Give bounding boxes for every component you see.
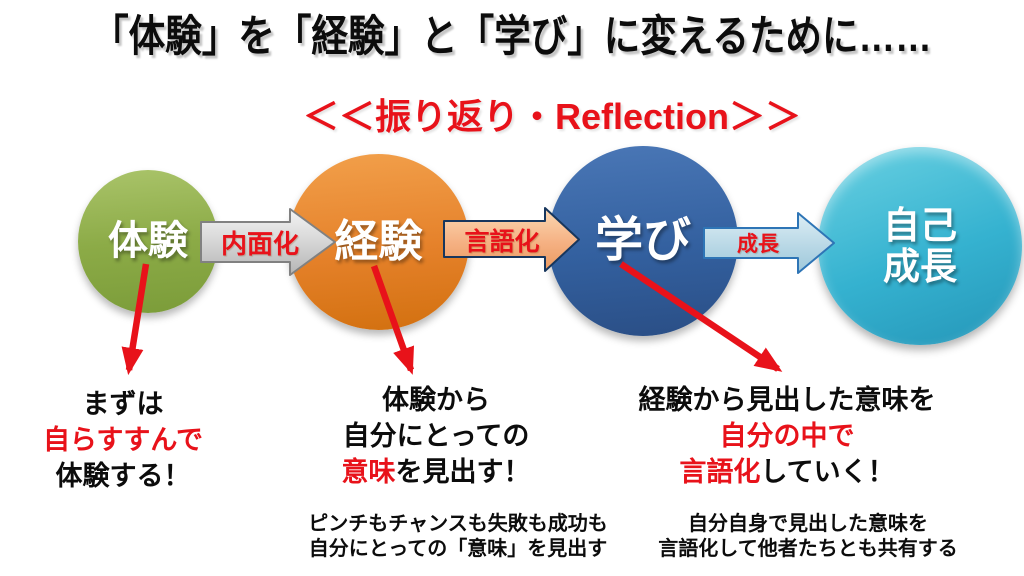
note-manabi-line3-rest: していく！ [760,457,895,487]
stage-label-keiken: 経験 [334,217,423,267]
note-manabi: 経験から見出した意味を 自分の中で 言語化していく！ [613,382,961,490]
footnote-manabi: 自分自身で見出した意味を 言語化して他者たちとも共有する [628,512,988,562]
stage-label-taiken: 体験 [108,219,188,264]
note-manabi-line2: 自分の中で [719,421,855,451]
transition-arrow-gengoka-icon [443,207,580,272]
note-taiken: まずは 自らすすんで 体験する！ [3,386,243,494]
note-keiken-line3-rest: を見出す！ [395,457,531,487]
note-manabi-line3: 言語化していく！ [613,454,961,490]
transition-arrow-seichou-icon [703,212,835,274]
note-keiken-line2: 自分にとっての [342,421,530,451]
footnote-keiken-line1: ピンチもチャンスも失敗も成功も [308,513,608,535]
note-keiken-line3-red: 意味 [341,457,396,487]
note-taiken-line1: まずは [82,389,164,419]
note-keiken-line3: 意味を見出す！ [316,454,556,490]
footnote-keiken: ピンチもチャンスも失敗も成功も 自分にとっての「意味」を見出す [278,512,638,562]
transition-label-naimenka: 内面化 [220,228,299,259]
transition-label-seichou: 成長 [737,233,779,256]
note-manabi-line3-red: 言語化 [679,457,761,487]
note-manabi-line1: 経験から見出した意味を [638,385,936,415]
reflection-subtitle: ＜＜振り返り・Reflection＞＞ [302,96,802,137]
note-taiken-line2: 自らすすんで [42,425,204,455]
note-taiken-line3: 体験する！ [55,461,191,491]
stage-label-jiko-seichou: 自己 成長 [883,204,957,287]
footnote-manabi-line1: 自分自身で見出した意味を [688,513,928,535]
transition-label-gengoka: 言語化 [464,228,540,256]
note-keiken-line1: 体験から [382,385,490,415]
page-title: 「体験」を「経験」と「学び」に変えるために…… [0,2,1024,64]
footnote-manabi-line2: 言語化して他者たちとも共有する [658,538,958,560]
page-title-text: 「体験」を「経験」と「学び」に変えるために…… [92,13,932,61]
stage-label-manabi: 学び [594,214,691,268]
note-keiken: 体験から 自分にとっての 意味を見出す！ [316,382,556,490]
transition-arrow-naimenka-icon [200,208,336,276]
stage-circle-taiken: 体験 [78,170,218,313]
footnote-keiken-line2: 自分にとっての「意味」を見出す [308,538,608,560]
stage-circle-jiko-seichou: 自己 成長 [818,147,1022,345]
